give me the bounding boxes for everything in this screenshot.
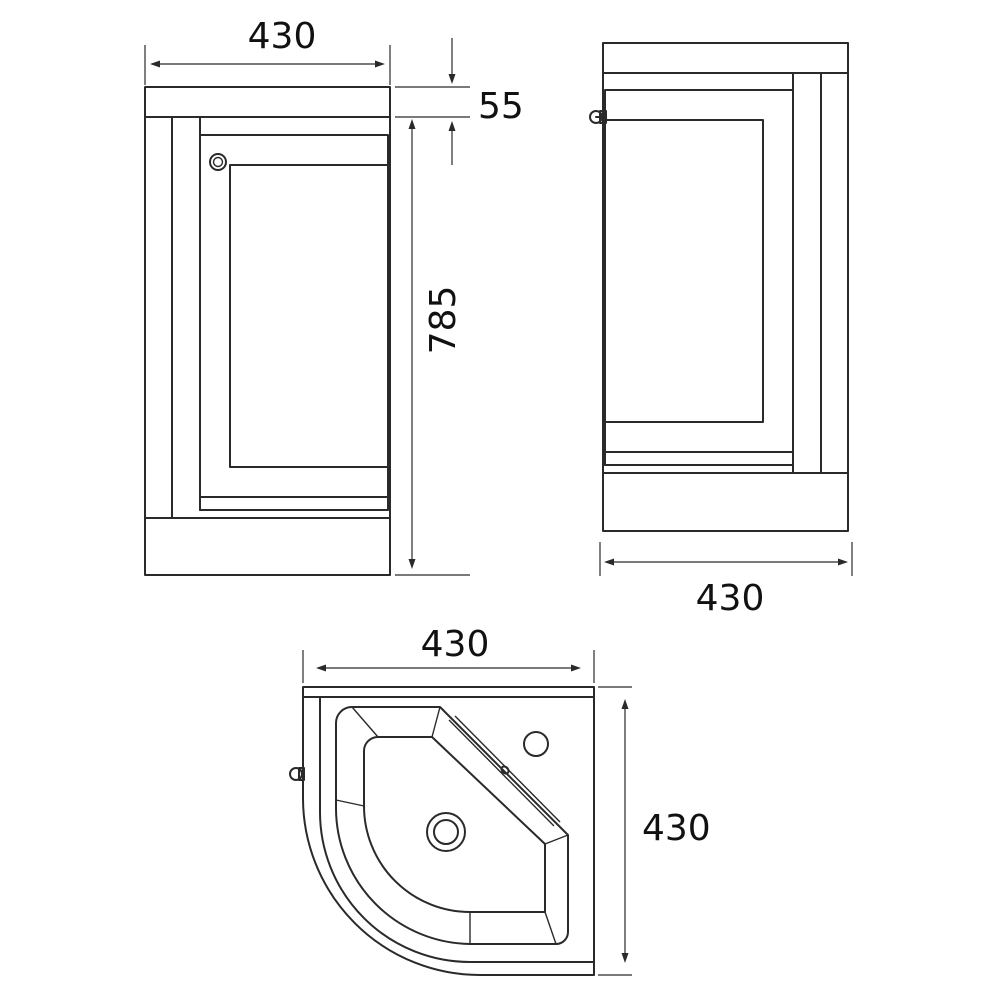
side-countertop xyxy=(602,42,849,74)
height-label: 785 xyxy=(423,286,464,355)
top-outline xyxy=(302,686,595,976)
door-knob-inner-icon xyxy=(212,156,224,168)
side-cabinet-body xyxy=(602,72,849,532)
basin-bowl xyxy=(363,736,546,913)
arrow-head-icon xyxy=(621,699,629,709)
drain-inner-icon xyxy=(433,819,459,845)
arrow-head-icon xyxy=(448,74,456,84)
arrow-head-icon xyxy=(621,953,629,963)
rim-facet xyxy=(431,706,441,738)
top-depth-label: 430 xyxy=(642,808,711,849)
top-view: 430 430 xyxy=(289,624,711,976)
front-door-panel xyxy=(229,164,389,468)
side-door xyxy=(604,89,794,453)
side-view: 430 xyxy=(589,42,853,619)
side-door-panel xyxy=(604,119,764,423)
arrow-head-icon xyxy=(838,558,848,566)
top-knob-icon xyxy=(289,767,305,781)
overflow-icon xyxy=(500,765,510,775)
front-view: 430 55 785 xyxy=(144,16,524,576)
rim-facet xyxy=(351,706,379,738)
side-depth-label: 430 xyxy=(696,578,765,619)
basin-rim xyxy=(335,706,569,945)
arrow-head-icon xyxy=(316,664,326,672)
front-cabinet-body xyxy=(144,116,391,576)
arrow-head-icon xyxy=(375,60,385,68)
front-width-label: 430 xyxy=(248,16,317,57)
rim-facet xyxy=(544,911,557,945)
top-width-label: 430 xyxy=(421,624,490,665)
arrow-head-icon xyxy=(571,664,581,672)
arrow-head-icon xyxy=(150,60,160,68)
front-door xyxy=(199,134,389,498)
rim-highlight xyxy=(448,719,555,827)
arrow-head-icon xyxy=(604,558,614,566)
rim-facet xyxy=(544,834,569,845)
arrow-head-icon xyxy=(408,119,416,129)
arrow-head-icon xyxy=(448,121,456,131)
tap-hole-icon xyxy=(523,731,549,757)
door-knob-icon xyxy=(209,153,227,171)
top-thickness-label: 55 xyxy=(478,86,524,127)
side-knob-icon xyxy=(589,110,607,124)
arrow-head-icon xyxy=(408,559,416,569)
drain-icon xyxy=(426,812,466,852)
top-inner-curve xyxy=(319,696,595,963)
front-countertop xyxy=(144,86,391,118)
rim-facet xyxy=(335,799,365,807)
